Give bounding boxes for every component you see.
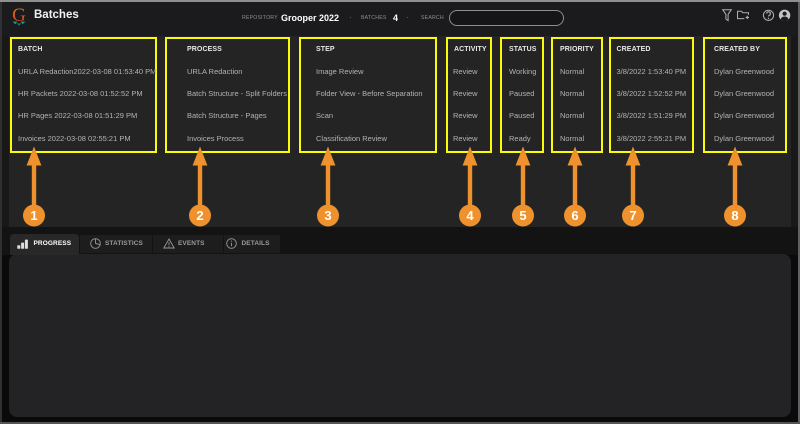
svg-text:3: 3 bbox=[324, 208, 331, 223]
svg-text:5: 5 bbox=[519, 208, 526, 223]
svg-text:1: 1 bbox=[31, 208, 38, 223]
svg-text:6: 6 bbox=[571, 208, 578, 223]
svg-text:8: 8 bbox=[731, 208, 738, 223]
svg-text:2: 2 bbox=[197, 208, 204, 223]
svg-text:4: 4 bbox=[466, 208, 474, 223]
svg-text:7: 7 bbox=[629, 208, 636, 223]
svg-text:G: G bbox=[12, 5, 26, 26]
